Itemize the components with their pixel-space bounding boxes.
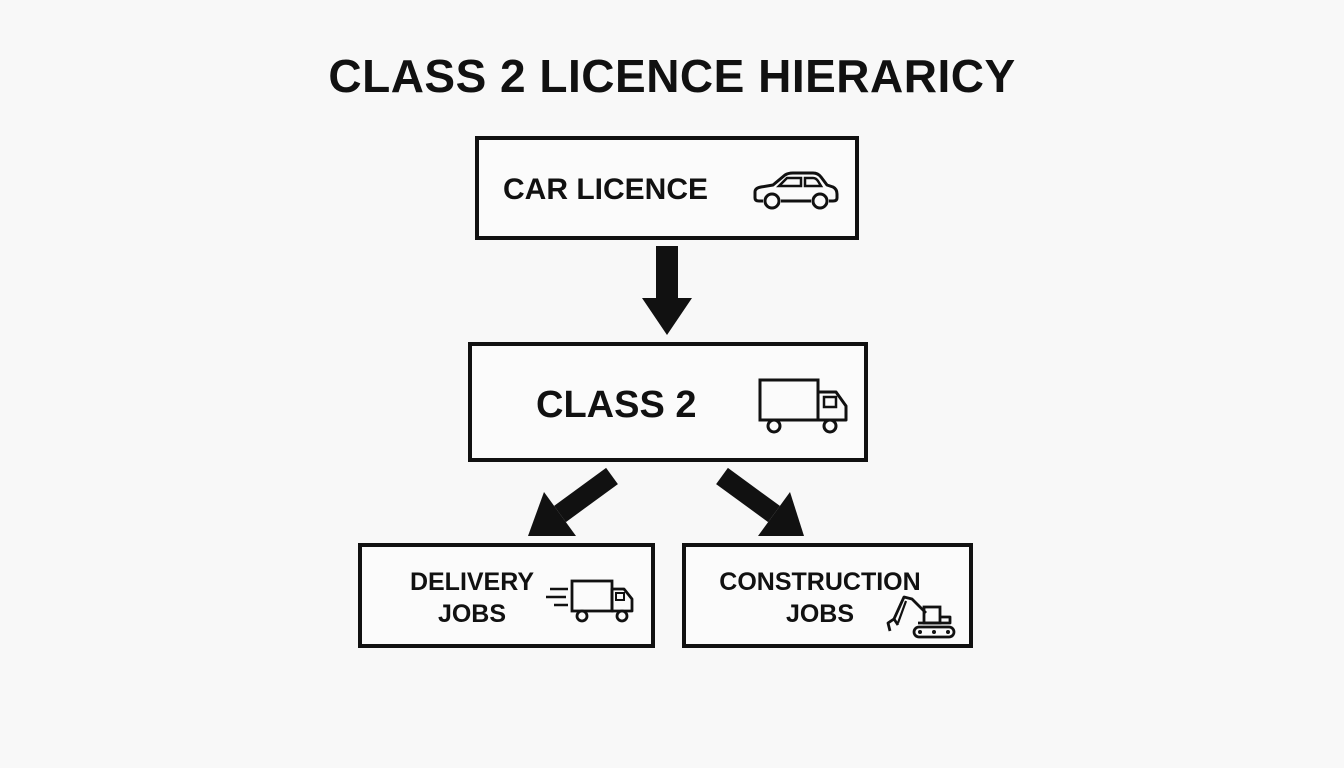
node-delivery-jobs-label: DELIVERY JOBS (402, 566, 542, 630)
delivery-truck-icon (546, 579, 634, 623)
node-delivery-jobs-line1: DELIVERY (409, 568, 535, 596)
node-class-2: CLASS 2 (468, 342, 868, 462)
excavator-icon (886, 595, 956, 639)
node-construction-jobs-line1: CONSTRUCTION (719, 568, 921, 596)
arrow-class2-to-delivery (528, 467, 618, 536)
node-delivery-jobs-line2: JOBS (437, 600, 507, 628)
arrow-car-to-class2 (642, 246, 692, 335)
car-icon (753, 171, 839, 210)
diagram-title: CLASS 2 LICENCE HIERARICY (328, 50, 1016, 102)
node-construction-jobs-label: CONSTRUCTION JOBS (706, 566, 934, 630)
truck-icon (758, 378, 848, 434)
node-car-licence: CAR LICENCE (475, 136, 859, 240)
node-delivery-jobs: DELIVERY JOBS (358, 543, 655, 648)
node-construction-jobs-line2: JOBS (785, 600, 855, 628)
arrow-class2-to-construction (716, 467, 804, 536)
node-class-2-label: CLASS 2 (536, 384, 697, 426)
node-construction-jobs: CONSTRUCTION JOBS (682, 543, 973, 648)
node-car-licence-label: CAR LICENCE (503, 173, 709, 206)
